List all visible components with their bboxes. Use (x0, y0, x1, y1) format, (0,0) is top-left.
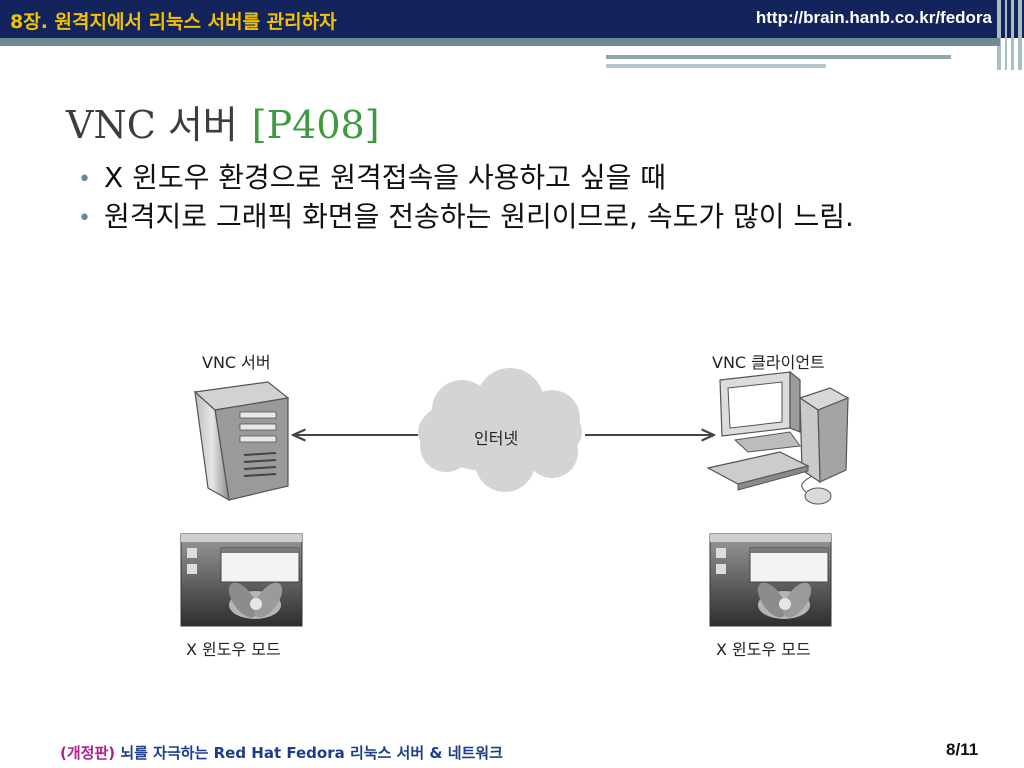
decor-band (606, 55, 951, 59)
right-screen-label: X 윈도우 모드 (716, 640, 811, 659)
chapter-title: 8장. 원격지에서 리눅스 서버를 관리하자 (10, 11, 337, 33)
header-bar: 8장. 원격지에서 리눅스 서버를 관리하자 http://brain.hanb… (0, 0, 1024, 38)
site-url[interactable]: http://brain.hanb.co.kr/fedora (755, 8, 992, 27)
right-desktop-screenshot (709, 533, 832, 627)
bullet-item: •원격지로 그래픽 화면을 전송하는 원리이므로, 속도가 많이 느림. (78, 197, 958, 236)
cloud-label: 인터넷 (474, 429, 519, 448)
bullet-item: •X 윈도우 환경으로 원격접속을 사용하고 싶을 때 (78, 158, 958, 197)
decor-stripe (1011, 0, 1014, 70)
footer-edition: (개정판) (60, 744, 116, 762)
server-tower-icon (193, 381, 290, 502)
internet-cloud-icon (418, 368, 582, 492)
decor-band (606, 64, 826, 68)
client-computer-icon (706, 370, 850, 505)
bullet-dot-icon: • (78, 167, 91, 192)
decor-stripe (1005, 0, 1007, 70)
bullet-dot-icon: • (78, 206, 91, 231)
left-screen-label: X 윈도우 모드 (186, 640, 281, 659)
decor-band (0, 38, 1000, 46)
bullet-list: •X 윈도우 환경으로 원격접속을 사용하고 싶을 때 •원격지로 그래픽 화면… (78, 158, 958, 236)
slide-title-text: VNC 서버 (66, 103, 238, 147)
page-number: 8/11 (946, 740, 979, 759)
server-label: VNC 서버 (202, 353, 271, 372)
left-desktop-screenshot (180, 533, 303, 627)
page-reference: [P408] (251, 103, 380, 147)
decor-stripe (1018, 0, 1022, 70)
footer-book-name: 뇌를 자극하는 Red Hat Fedora 리눅스 서버 & 네트워크 (115, 744, 503, 762)
client-label: VNC 클라이언트 (712, 353, 825, 372)
decor-stripe (997, 0, 1001, 70)
slide-title: VNC 서버 [P408] (66, 94, 380, 149)
footer-book-title: (개정판) 뇌를 자극하는 Red Hat Fedora 리눅스 서버 & 네트… (60, 742, 503, 763)
